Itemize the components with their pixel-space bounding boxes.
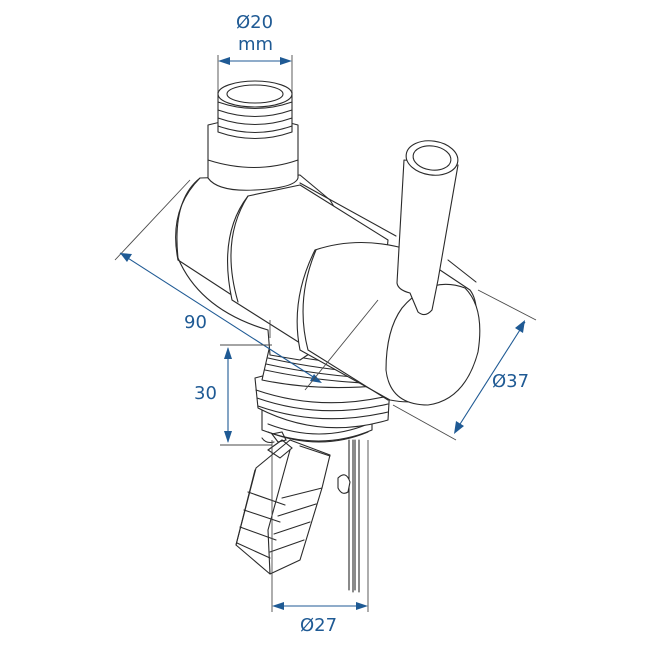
dimension-base-diameter [271,440,369,612]
dimension-top-diameter [217,55,293,92]
top-diameter-value: Ø20 [236,12,274,33]
dimension-thread-height [220,344,272,446]
length-value: 90 [184,312,207,333]
base-diameter-value: Ø27 [300,615,338,636]
dimension-length [114,179,379,391]
wire-leads [337,439,360,593]
thread-height-value: 30 [194,383,217,404]
body-diameter-value: Ø37 [492,371,530,392]
dimension-body-diameter [392,289,537,441]
top-diameter-unit: mm [238,34,274,55]
hose-barb [235,439,331,575]
top-threaded-connection [207,80,299,191]
lever-handle [396,140,459,316]
valve-body [175,174,481,406]
